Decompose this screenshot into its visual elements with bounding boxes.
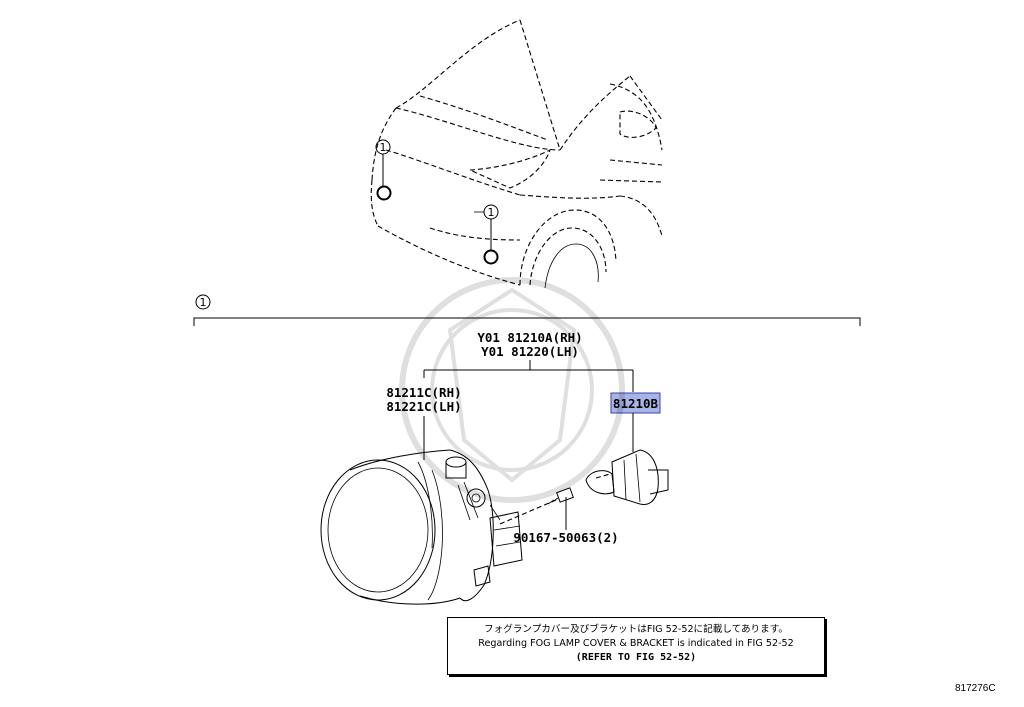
label-bulb-highlight — [610, 392, 661, 414]
reference-note: フォグランプカバー及びブラケットはFIG 52-52に記載してあります。 Reg… — [447, 617, 825, 675]
callout-number-1a: 1 — [380, 141, 387, 154]
vehicle-callouts: 1 1 — [375, 139, 499, 265]
section-bracket: 1 — [193, 294, 861, 326]
note-reference[interactable]: (REFER TO FIG 52-52) — [575, 652, 697, 663]
fog-lamp-location-left[interactable] — [376, 185, 392, 201]
bulb-part[interactable] — [585, 449, 669, 505]
section-callout-number: 1 — [200, 296, 207, 309]
fog-lamp-assembly[interactable] — [320, 449, 523, 605]
label-unit-rh[interactable]: 81211C(RH) — [386, 385, 461, 400]
note-english: Regarding FOG LAMP COVER & BRACKET is in… — [478, 638, 794, 649]
callout-number-1b: 1 — [488, 206, 495, 219]
label-assembly-lh[interactable]: Y01 81220(LH) — [481, 344, 579, 359]
watermark-logo — [399, 277, 625, 503]
vehicle-outline — [370, 19, 663, 289]
note-japanese: フォグランプカバー及びブラケットはFIG 52-52に記載してあります。 — [484, 624, 788, 635]
screw-part[interactable] — [499, 487, 574, 525]
label-screw[interactable]: 90167-50063(2) — [513, 530, 618, 545]
fog-lamp-location-right[interactable] — [483, 249, 499, 265]
label-assembly-rh[interactable]: Y01 81210A(RH) — [477, 330, 582, 345]
figure-number: 817276C — [955, 683, 996, 694]
label-unit-lh[interactable]: 81221C(LH) — [386, 399, 461, 414]
label-bulb[interactable]: 81210B — [613, 396, 659, 411]
